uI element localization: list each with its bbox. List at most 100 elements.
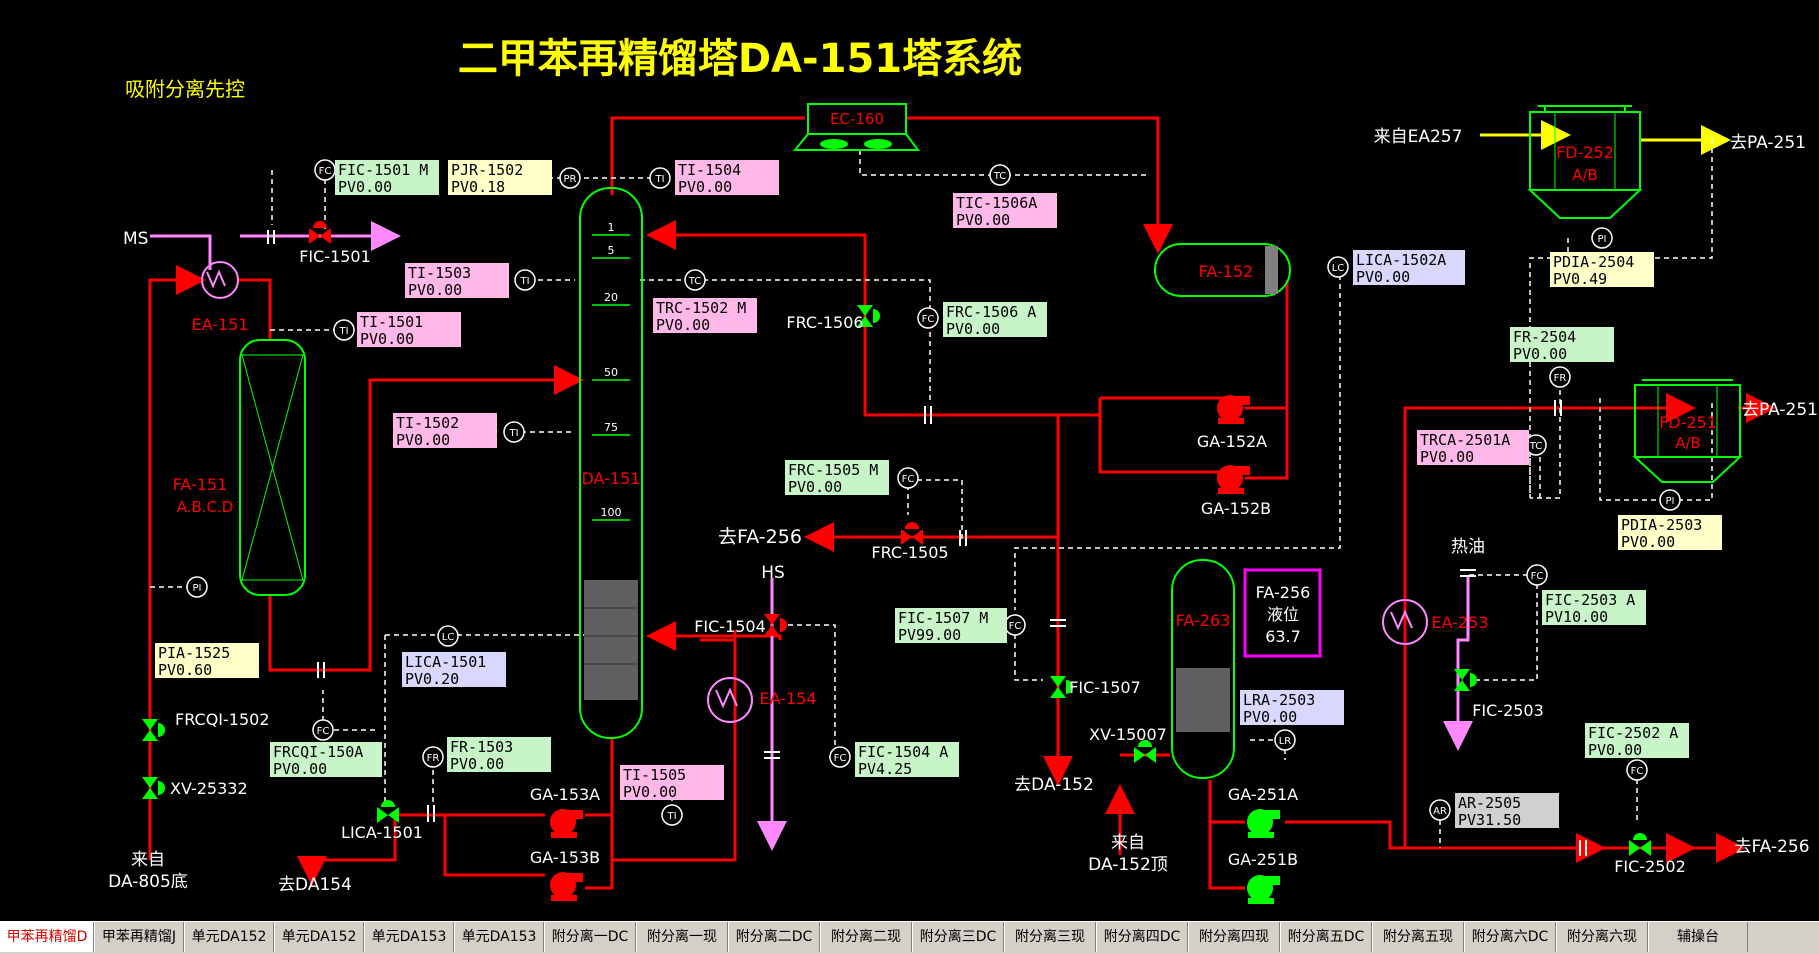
tab-3[interactable]: 单元DA152 <box>274 922 364 952</box>
pump-ga152a[interactable]: GA-152A <box>1197 395 1267 451</box>
tab-8[interactable]: 附分离二DC <box>728 922 820 952</box>
tab-10[interactable]: 附分离三DC <box>912 922 1004 952</box>
instrument-lr[interactable]: LR <box>1274 729 1296 751</box>
instrument-ti[interactable]: TI <box>333 319 355 341</box>
valve-xv25332[interactable]: XV-25332 <box>142 777 248 799</box>
instrument-pi[interactable]: PI <box>186 576 208 598</box>
instrument-fr[interactable]: FR <box>422 746 444 768</box>
fd252-filter[interactable]: FD-252 A/B <box>1527 105 1643 219</box>
ec160-air-cooler[interactable]: EC-160 <box>792 103 920 151</box>
valve-lica1501[interactable]: LICA-1501 <box>341 800 423 842</box>
tab-9[interactable]: 附分离二现 <box>820 922 912 952</box>
fa152-drum[interactable]: FA-152 <box>1154 243 1291 297</box>
tab-14[interactable]: 附分离五DC <box>1280 922 1372 952</box>
instrument-ti[interactable]: TI <box>661 804 683 826</box>
tab-5[interactable]: 单元DA153 <box>454 922 544 952</box>
ea151-label: EA-151 <box>191 315 248 334</box>
tab-7[interactable]: 附分离一现 <box>636 922 728 952</box>
valve-frcqi1502[interactable]: FRCQI-1502 <box>142 710 270 741</box>
valve-fic1501[interactable]: FIC-1501 <box>299 221 371 266</box>
instrument-ti[interactable]: TI <box>649 167 671 189</box>
instrument-lc[interactable]: LC <box>437 625 459 647</box>
tab-15[interactable]: 附分离五现 <box>1372 922 1464 952</box>
instrument-pr[interactable]: PR <box>559 167 581 189</box>
tab-1[interactable]: 甲苯再精馏J <box>94 922 184 952</box>
tab-17[interactable]: 附分离六现 <box>1556 922 1648 952</box>
instrument-fc[interactable]: FC <box>314 159 336 181</box>
instrument-fc[interactable]: FC <box>1526 564 1548 586</box>
tab-16[interactable]: 附分离六DC <box>1464 922 1556 952</box>
valve-fic2503[interactable]: FIC-2503 <box>1454 669 1544 720</box>
fa263-vessel[interactable]: FA-263 <box>1171 559 1235 779</box>
tab-13[interactable]: 附分离四现 <box>1188 922 1280 952</box>
instrument-lc[interactable]: LC <box>1327 256 1349 278</box>
instrument-fr[interactable]: FR <box>1549 366 1571 388</box>
instrument-fc[interactable]: FC <box>829 746 851 768</box>
instrument-tc[interactable]: TC <box>684 269 706 291</box>
instrument-fc[interactable]: FC <box>897 467 919 489</box>
pump-ga152b[interactable]: GA-152B <box>1201 465 1271 518</box>
tab-18[interactable]: 辅操台 <box>1648 922 1748 952</box>
instrument-ar[interactable]: AR <box>1429 799 1451 821</box>
instrument-tc[interactable]: TC <box>1525 434 1547 456</box>
pump-ga153b[interactable]: GA-153B <box>530 848 600 901</box>
valve-fic1504[interactable]: FIC-1504 <box>694 614 787 636</box>
instrument-pi[interactable]: PI <box>1659 489 1681 511</box>
tab-12[interactable]: 附分离四DC <box>1096 922 1188 952</box>
valve-fic2502[interactable]: FIC-2502 <box>1614 833 1686 876</box>
tab-6[interactable]: 附分离一DC <box>544 922 636 952</box>
tab-11[interactable]: 附分离三现 <box>1004 922 1096 952</box>
instrument-tc[interactable]: TC <box>989 164 1011 186</box>
fa151-vessel[interactable]: FA-151 A.B.C.D <box>173 339 306 596</box>
pump-ga251a[interactable]: GA-251A <box>1228 785 1298 838</box>
tag-name: LICA-1501 <box>405 653 486 671</box>
fd251-filter[interactable]: FD-251 A/B <box>1632 379 1743 483</box>
instrument-pi[interactable]: PI <box>1591 227 1613 249</box>
pump-ga251b[interactable]: GA-251B <box>1228 850 1298 904</box>
instrument-ti[interactable]: TI <box>503 421 525 443</box>
ea154-reboiler[interactable]: EA-154 <box>707 677 817 723</box>
valve-frc1505[interactable]: FRC-1505 <box>871 522 949 562</box>
tab-4[interactable]: 单元DA153 <box>364 922 454 952</box>
pump-ga153a[interactable]: GA-153A <box>530 785 600 838</box>
valve-xv15007[interactable]: XV-15007 <box>1089 725 1167 763</box>
instrument-fc[interactable]: FC <box>917 307 939 329</box>
da151-column[interactable]: DA-151 <box>579 187 643 739</box>
ea151-exchanger[interactable]: EA-151 <box>191 261 249 334</box>
instrument-fc[interactable]: FC <box>1626 759 1648 781</box>
valve-frc1506[interactable]: FRC-1506 <box>786 305 880 332</box>
valve-fic1507[interactable]: FIC-1507 <box>1050 676 1141 698</box>
instrument-fc[interactable]: FC <box>1004 614 1026 636</box>
instrument-fc[interactable]: FC <box>312 719 334 741</box>
ea253-exchanger[interactable]: EA-253 <box>1382 599 1489 645</box>
tab-2[interactable]: 单元DA152 <box>184 922 274 952</box>
tab-0[interactable]: 甲苯再精馏D <box>0 922 94 952</box>
instrument-ti[interactable]: TI <box>514 269 536 291</box>
